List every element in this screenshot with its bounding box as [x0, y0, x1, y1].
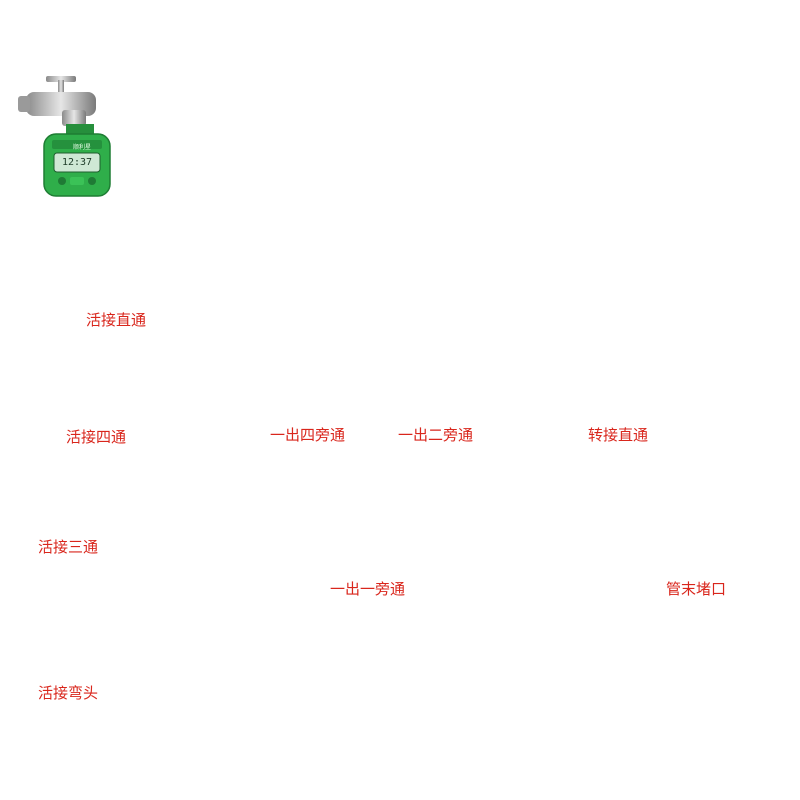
- water-timer: [43, 124, 111, 197]
- label-adapter-straight: 转接直通: [588, 426, 649, 444]
- label-straight-coupler: 活接直通: [86, 311, 147, 329]
- label-cross-coupler: 活接四通: [66, 428, 127, 446]
- label-end-plug: 管末堵口: [666, 580, 727, 598]
- faucet-icon: [18, 76, 96, 126]
- timer-brand-label: 顺利星: [72, 144, 91, 151]
- timer-lcd-display: 12:37: [61, 157, 93, 168]
- label-two-way: 一出二旁通: [398, 426, 474, 444]
- label-elbow-coupler: 活接弯头: [38, 684, 99, 702]
- label-one-way: 一出一旁通: [330, 580, 406, 598]
- label-tee-coupler: 活接三通: [38, 538, 99, 556]
- label-four-way: 一出四旁通: [270, 426, 346, 444]
